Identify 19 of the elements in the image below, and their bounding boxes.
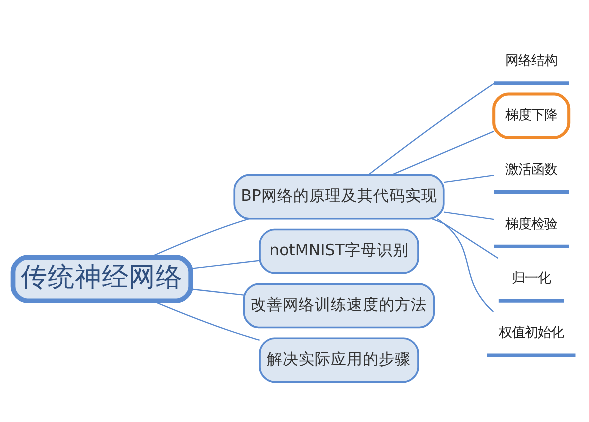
node-text: 归一化 <box>512 272 552 287</box>
node-text: 网络结构 <box>506 54 558 69</box>
connector <box>432 218 499 260</box>
node-text: 梯度检验 <box>506 217 558 232</box>
node-text: 权值初始化 <box>499 326 564 342</box>
connector <box>392 131 494 176</box>
node-box: 传统神经网络 <box>10 255 194 304</box>
node-box: 梯度下降 <box>492 92 571 140</box>
connector <box>191 288 244 296</box>
node-box: notMNIST字母识别 <box>259 228 420 274</box>
node-box: BP网络的原理及其代码实现 <box>234 174 445 220</box>
connector <box>444 212 494 220</box>
connector <box>437 218 494 312</box>
connector <box>368 82 495 176</box>
node-box: 改善网络训练速度的方法 <box>243 283 436 329</box>
node-box: 解决实际应用的步骤 <box>259 338 420 384</box>
connector <box>191 260 260 270</box>
connector <box>444 174 494 184</box>
node-text: 激活函数 <box>506 162 558 178</box>
